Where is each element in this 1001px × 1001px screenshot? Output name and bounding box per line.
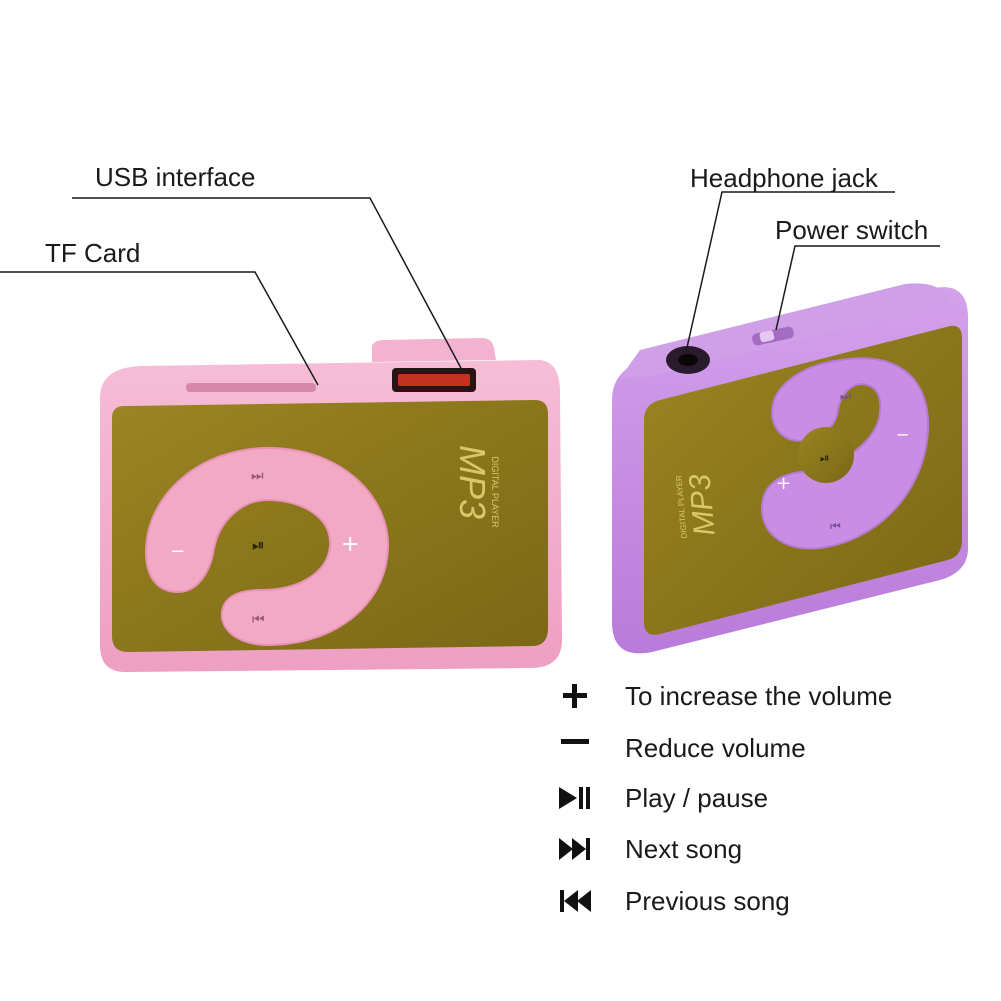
legend-text: To increase the volume — [625, 680, 893, 711]
pink-mp3-player: ⏭ + − ⏮ ⏯ MP3 DIGITAL PLAYER — [100, 338, 562, 672]
previous-song-icon — [555, 881, 595, 921]
svg-text:⏭: ⏭ — [840, 389, 851, 403]
legend-item-minus: Reduce volume — [555, 728, 806, 768]
usb-interface-label: USB interface — [95, 162, 256, 192]
legend-text: Play / pause — [625, 782, 769, 813]
legend-text: Previous song — [625, 885, 790, 916]
legend-item-previous: Previous song — [555, 881, 790, 921]
plus-icon — [555, 676, 595, 716]
headphone-jack-label: Headphone jack — [690, 163, 878, 193]
power-switch-label: Power switch — [775, 215, 929, 245]
pink-subtitle-text: DIGITAL PLAYER — [490, 456, 500, 528]
power-callout-line — [775, 245, 940, 331]
next-song-icon — [555, 829, 595, 869]
svg-text:⏮: ⏮ — [830, 519, 841, 533]
svg-text:⏭: ⏭ — [251, 468, 264, 484]
legend-text: Reduce volume — [625, 732, 806, 763]
svg-text:+: + — [776, 473, 791, 494]
svg-text:+: + — [341, 532, 359, 557]
legend-item-plus: To increase the volume — [555, 676, 892, 716]
play-pause-icon — [555, 778, 595, 818]
tf-card-slot — [186, 383, 316, 392]
legend-item-play-pause: Play / pause — [555, 778, 768, 818]
tf-callout-line — [0, 271, 319, 386]
usb-callout-line — [72, 197, 463, 371]
minus-icon — [555, 728, 595, 768]
svg-text:⏯: ⏯ — [820, 451, 830, 465]
purple-mp3-logo: MP3 DIGITAL PLAYER — [674, 472, 721, 538]
legend-text: Next song — [625, 833, 743, 864]
callout-lines — [0, 191, 940, 386]
legend-item-next: Next song — [555, 829, 742, 869]
svg-text:−: − — [896, 425, 909, 444]
pink-mp3-logo: MP3 DIGITAL PLAYER — [452, 445, 500, 528]
svg-text:−: − — [170, 541, 185, 562]
svg-text:⏮: ⏮ — [252, 612, 265, 628]
tf-card-label: TF Card — [45, 238, 141, 268]
purple-control-wheel: ⏭ − + ⏮ ⏯ — [760, 357, 930, 550]
purple-brand-text: MP3 — [683, 472, 721, 537]
pink-brand-text: MP3 — [452, 445, 493, 519]
pink-control-wheel: ⏭ + − ⏮ ⏯ — [144, 446, 390, 647]
svg-text:⏯: ⏯ — [252, 535, 265, 554]
purple-mp3-player: ⏭ − + ⏮ ⏯ MP3 DIGITAL PLAYER — [612, 283, 968, 654]
headphone-callout-line — [685, 191, 895, 353]
